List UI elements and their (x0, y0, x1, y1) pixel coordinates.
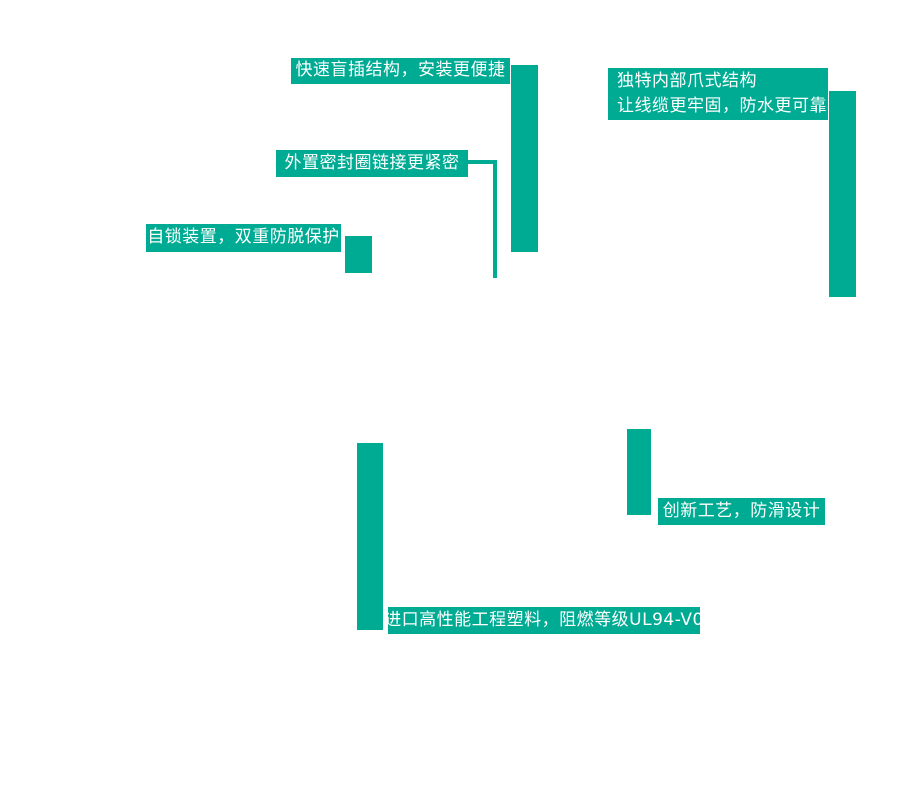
seal-ring-connector-vertical-line (493, 160, 497, 278)
callout-self-lock-label: 自锁装置，双重防脱保护 (146, 224, 341, 252)
seal-ring-connector-horizontal-line (468, 160, 497, 164)
claw-structure-pointer-bar (829, 91, 856, 297)
material-pointer-bar (357, 443, 383, 630)
claw-structure-line2: 让线缆更牢固，防水更可靠 (617, 96, 827, 116)
claw-structure-line1: 独特内部爪式结构 (617, 71, 757, 91)
callout-material-label: 进口高性能工程塑料，阻燃等级UL94-V0 (384, 607, 703, 634)
callout-quick-insert-label: 快速盲插结构，安装更便捷 (291, 58, 510, 84)
callout-anti-slip-label: 创新工艺，防滑设计 (658, 498, 825, 525)
anti-slip-pointer-bar (627, 429, 651, 515)
self-lock-pointer-square (345, 236, 372, 273)
callout-seal-ring-label: 外置密封圈链接更紧密 (276, 150, 468, 177)
quick-insert-pointer-bar (511, 65, 538, 252)
callout-claw-structure-label: 独特内部爪式结构 让线缆更牢固，防水更可靠 (608, 68, 828, 120)
